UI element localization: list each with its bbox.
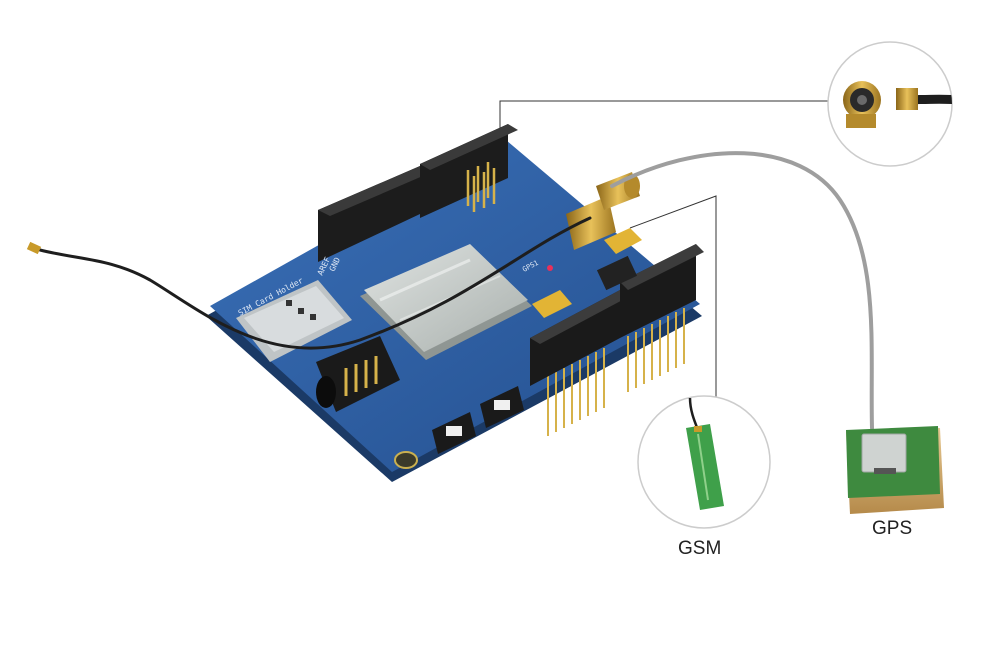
antenna-cables (26, 151, 874, 430)
push-buttons (432, 386, 524, 454)
gsm-label: GSM (678, 538, 722, 559)
header-front (530, 244, 704, 386)
bottom-pins (547, 308, 685, 436)
sma-connector (566, 172, 640, 250)
ufl-connector-zoom (827, 41, 953, 167)
gps-label: GPS (872, 518, 913, 539)
microphone (394, 451, 418, 469)
gsm-cable (38, 216, 592, 350)
gsm-antenna-zoom (637, 395, 771, 529)
header-back (318, 124, 518, 262)
status-led (547, 265, 553, 271)
audio-connector (316, 336, 400, 412)
gps-antenna (846, 426, 944, 514)
capacitors (532, 228, 642, 318)
gps-cable (610, 151, 874, 430)
